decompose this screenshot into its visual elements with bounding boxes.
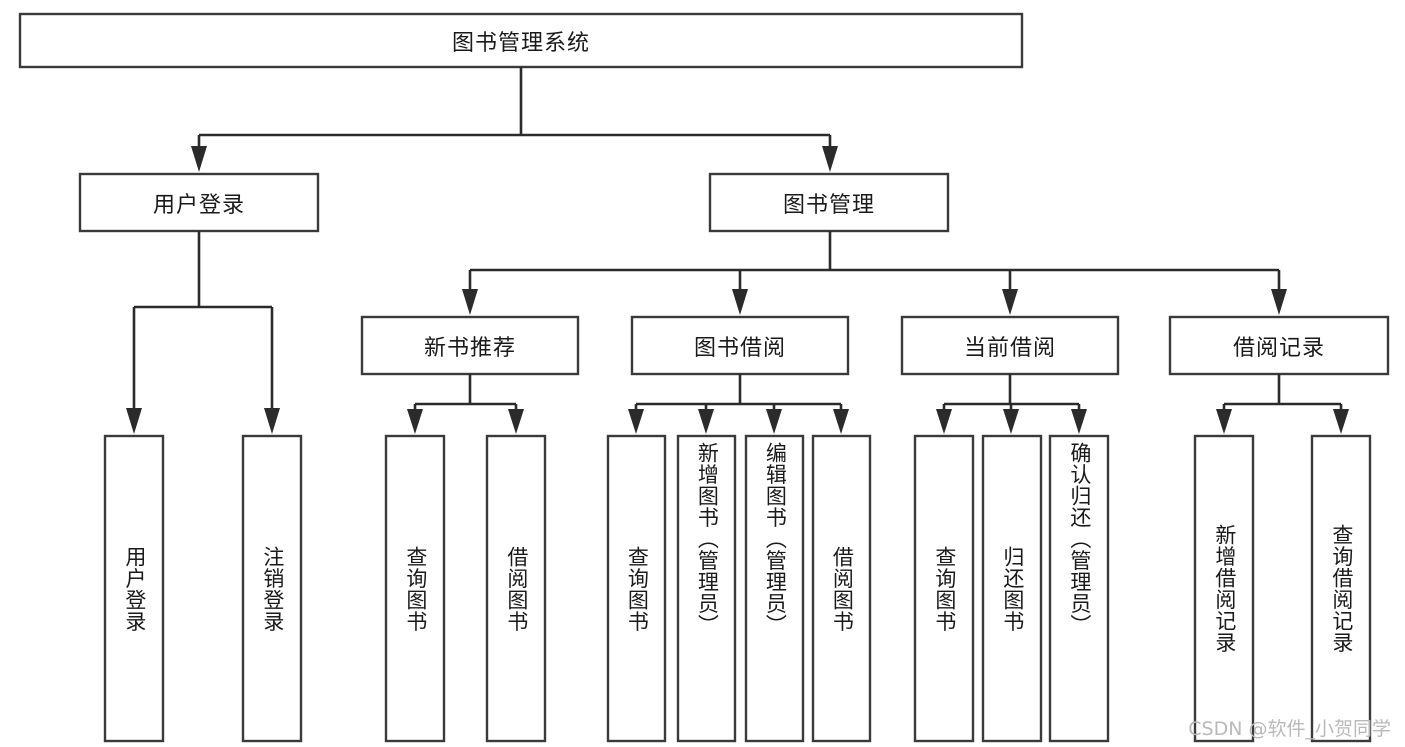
node-box-current-borrow[interactable] (900, 315, 1120, 376)
arrow-head-leaf-new-book-0 (407, 409, 423, 434)
arrow-head-leaf-book-borrow-1 (698, 409, 714, 434)
arrow-head-leaf-current-borrow-0 (936, 409, 952, 434)
node-box-leaf-user-login-1[interactable] (241, 434, 303, 743)
arrow-head-current-borrow (1002, 289, 1018, 315)
arrow-head-leaf-borrow-record-1 (1333, 409, 1349, 434)
node-box-leaf-book-borrow-0[interactable] (606, 434, 667, 743)
arrow-head-book-management (822, 146, 838, 172)
node-box-leaf-borrow-record-1[interactable] (1310, 434, 1372, 743)
node-box-leaf-book-borrow-3[interactable] (811, 434, 872, 743)
arrow-head-leaf-user-login-1 (264, 408, 280, 434)
arrow-head-book-borrow (732, 289, 748, 315)
node-box-user-login[interactable] (78, 172, 320, 233)
node-box-leaf-current-borrow-1[interactable] (981, 434, 1043, 743)
arrow-head-leaf-book-borrow-2 (766, 409, 782, 434)
arrow-head-leaf-book-borrow-3 (833, 409, 849, 434)
node-box-leaf-book-borrow-2[interactable] (744, 434, 805, 743)
arrow-head-borrow-record (1271, 289, 1287, 315)
arrow-head-new-book-recommend (462, 289, 478, 315)
node-box-book-borrow[interactable] (630, 315, 850, 376)
arrow-head-leaf-book-borrow-0 (628, 409, 644, 434)
node-box-leaf-user-login-0[interactable] (103, 434, 165, 743)
node-box-book-management[interactable] (708, 172, 950, 233)
node-box-leaf-new-book-1[interactable] (485, 434, 547, 743)
arrow-head-user-login (191, 146, 207, 172)
node-box-leaf-book-borrow-1[interactable] (676, 434, 737, 743)
node-box-borrow-record[interactable] (1168, 315, 1390, 376)
node-box-leaf-current-borrow-0[interactable] (913, 434, 975, 743)
node-box-leaf-borrow-record-0[interactable] (1193, 434, 1255, 743)
arrow-head-leaf-new-book-1 (508, 409, 524, 434)
arrow-head-leaf-current-borrow-1 (1003, 409, 1019, 434)
arrow-head-leaf-borrow-record-0 (1216, 409, 1232, 434)
node-box-root[interactable] (18, 12, 1024, 69)
arrow-head-leaf-user-login-0 (126, 408, 142, 434)
arrow-head-leaf-current-borrow-2 (1071, 409, 1087, 434)
node-box-leaf-new-book-0[interactable] (384, 434, 446, 743)
node-box-new-book-recommend[interactable] (360, 315, 580, 376)
node-box-leaf-current-borrow-2[interactable] (1048, 434, 1110, 743)
